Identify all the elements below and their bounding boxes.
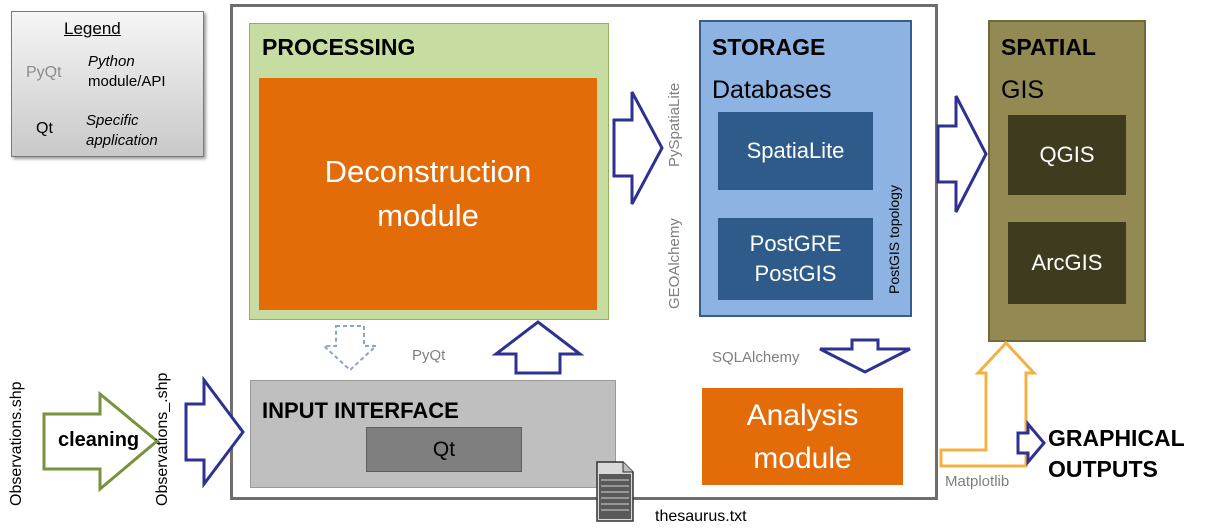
postgre-postgis-db: PostGRE PostGIS [718,218,873,300]
storage-subtitle: Databases [712,76,832,104]
qt-app: Qt [366,427,522,472]
arcgis-app: ArcGIS [1008,222,1126,304]
arrow-observations-to-input [184,375,245,489]
thesaurus-document-icon [596,461,634,522]
spatialite-db: SpatiaLite [718,112,873,190]
label-geoalchemy: GEOAlchemy [666,218,683,309]
arrow-input-to-processing [491,320,585,375]
arrow-matplotlib-to-spatial [939,340,1038,468]
arrow-processing-to-input-dashed [321,325,379,372]
label-matplotlib: Matplotlib [945,473,1010,490]
label-pyspatialite: PySpatiaLite [666,82,683,167]
legend-key-pyqt: PyQt [26,64,62,81]
label-observations-clean: Observations_.shp [154,372,171,506]
analysis-module: Analysis module [702,388,903,485]
arrow-cleaning [42,390,160,493]
label-graphical-outputs: GRAPHICAL OUTPUTS [1048,425,1185,482]
arrow-processing-to-storage [612,91,664,205]
label-thesaurus: thesaurus.txt [655,508,747,525]
label-sqlalchemy: SQLAlchemy [712,349,800,366]
spatial-subtitle: GIS [1001,76,1045,104]
deconstruction-module: Deconstruction module [259,78,597,310]
legend-desc-specific-app: Specific application [86,112,158,149]
label-observations-raw: Observations.shp [8,381,25,506]
input-interface-title: INPUT INTERFACE [262,398,459,423]
qgis-app: QGIS [1008,115,1126,195]
storage-title: STORAGE [712,34,826,60]
arrow-storage-to-spatial [936,95,988,213]
spatial-title: SPATIAL [1001,34,1096,60]
legend-title: Legend [64,19,121,38]
label-cleaning: cleaning [58,429,140,451]
label-pyqt: PyQt [412,347,446,364]
legend-key-qt: Qt [36,120,53,137]
label-postgis-topology: PostGIS topology [886,185,902,294]
arrow-down-to-analysis [819,338,911,374]
processing-title: PROCESSING [262,34,416,60]
arrow-to-graphical-outputs [1016,419,1046,467]
